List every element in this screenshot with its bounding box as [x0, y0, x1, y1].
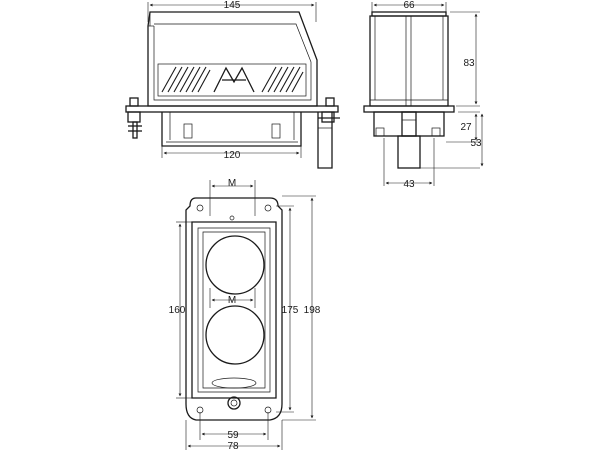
dim-side-base: 43: [403, 179, 415, 190]
dim-front-width: 145: [224, 0, 241, 11]
dim-width-holes: 59: [227, 430, 239, 441]
lower-knockout: [205, 305, 265, 365]
dim-height-inner: 160: [169, 305, 186, 316]
dim-m-upper: M: [228, 178, 236, 189]
front-view: 145: [125, 0, 340, 169]
left-screw: [127, 97, 142, 139]
side-view: 66 83 27 53 43: [363, 0, 484, 190]
logo-band: [157, 63, 307, 97]
dim-front-base-width: 120: [224, 150, 241, 161]
dim-m-lower: M: [228, 295, 236, 306]
dim-height-mid: 175: [282, 305, 299, 316]
right-screw: [318, 97, 340, 123]
dim-side-flange: 27: [460, 122, 472, 133]
upper-knockout: [205, 235, 265, 295]
brand-logo-icon: [213, 66, 255, 93]
top-view: M M 160 175 198 59 78: [169, 178, 321, 450]
dim-width-outer: 78: [227, 441, 239, 450]
dim-height-outer: 198: [304, 305, 321, 316]
dim-side-lower: 53: [470, 138, 482, 149]
dim-side-height: 83: [463, 58, 475, 69]
dim-side-width: 66: [403, 0, 415, 11]
